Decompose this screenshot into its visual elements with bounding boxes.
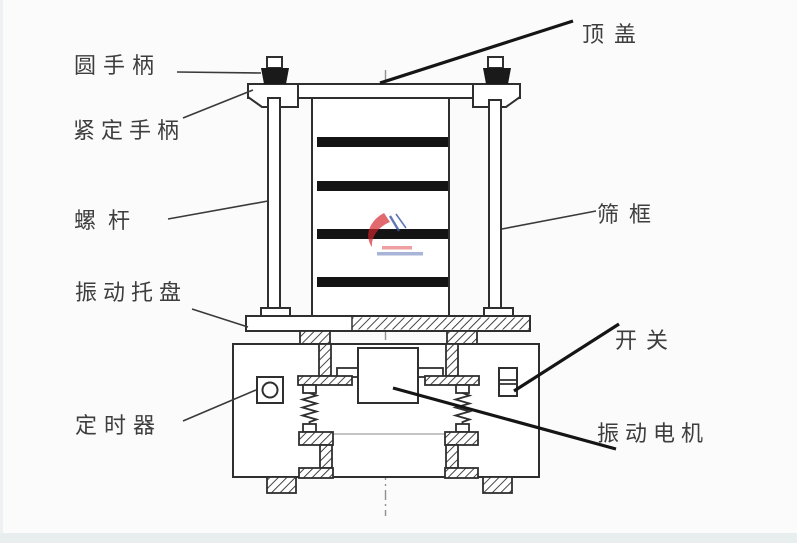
timer-dial <box>256 376 284 404</box>
bracket-right <box>444 444 479 479</box>
label-timer: 定时器 <box>75 414 163 439</box>
bracket-left <box>298 444 334 479</box>
top-cover <box>247 83 521 108</box>
footer-band <box>0 533 797 543</box>
foot-left <box>266 476 297 494</box>
support-column-left <box>318 343 332 377</box>
leader-sieve-frame <box>501 210 597 230</box>
spring-plate-upper-left <box>297 375 353 386</box>
motor-box <box>357 347 419 404</box>
label-top-cover: 顶盖 <box>582 23 647 48</box>
leader-lines-thin <box>167 71 597 422</box>
switch-box <box>498 367 518 397</box>
label-switch: 开关 <box>615 329 678 354</box>
leader-timer <box>182 389 257 422</box>
spring-plate-lower-left <box>298 431 334 446</box>
support-column-right <box>445 343 459 377</box>
watermark-logo <box>368 213 423 256</box>
sieve-band <box>317 137 448 287</box>
leader-switch <box>513 322 620 393</box>
spring-left <box>299 384 320 433</box>
screw-rod-left <box>260 97 291 318</box>
leader-vibration-motor <box>392 386 617 451</box>
spring-plate-upper-right <box>424 375 480 386</box>
label-vibration-tray: 振动托盘 <box>75 281 188 306</box>
leader-lines-thick <box>379 19 620 451</box>
leader-round-handle <box>176 71 262 74</box>
label-round-handle: 圆手柄 <box>74 54 162 79</box>
label-sieve-frame: 筛框 <box>597 203 662 228</box>
tray-mount-left <box>299 330 331 345</box>
clamp-right <box>472 83 521 108</box>
screw-rod-right <box>483 99 514 318</box>
spring-right <box>452 384 473 433</box>
leader-screw-rod <box>167 200 269 220</box>
round-handle-left <box>261 56 289 84</box>
leader-top-cover <box>379 19 574 85</box>
round-handle-right <box>483 56 511 84</box>
sieve-stack <box>311 97 450 317</box>
tray-mount-right <box>446 330 478 345</box>
label-tightening-handle: 紧定手柄 <box>73 119 186 144</box>
label-vibration-motor: 振动电机 <box>597 422 710 447</box>
leader-vibration-tray <box>191 308 249 328</box>
leader-tightening-handle <box>182 89 254 119</box>
vibration-tray <box>245 315 531 345</box>
spring-plate-lower-right <box>444 431 479 446</box>
foot-right <box>482 476 513 494</box>
left-edge-strip <box>0 0 3 543</box>
label-screw-rod: 螺杆 <box>74 209 143 234</box>
